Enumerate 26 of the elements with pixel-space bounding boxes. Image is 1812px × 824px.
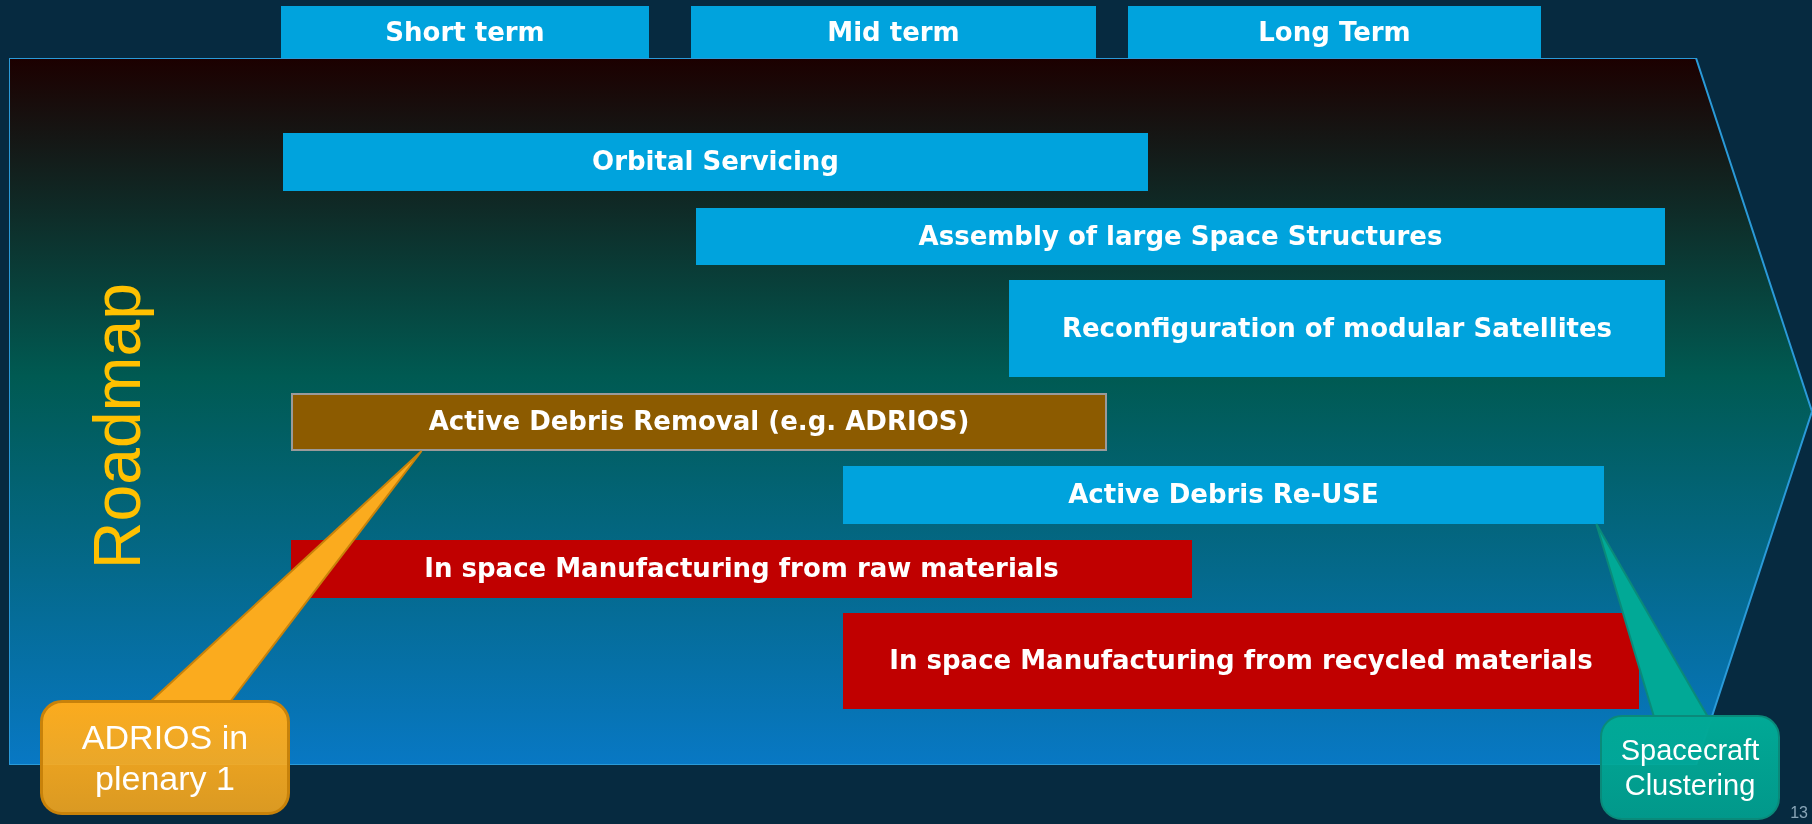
timeframe-header <box>1128 6 1541 60</box>
bar-label: Assembly of large Space Structures <box>918 219 1443 253</box>
bar-label: Orbital Servicing <box>592 145 839 179</box>
callout-bubble: Spacecraft Clustering <box>1600 715 1780 820</box>
roadmap-bar <box>843 466 1604 524</box>
roadmap-arrow <box>9 58 1812 765</box>
roadmap-bar <box>696 208 1665 265</box>
roadmap-bar <box>1009 280 1665 377</box>
bar-label: In space Manufacturing from recycled materials <box>889 644 1593 678</box>
roadmap-bar <box>843 613 1639 709</box>
bar-label: Reconfiguration of modular Satellites <box>1061 311 1613 345</box>
roadmap-title: Roadmap <box>79 283 155 570</box>
header-label: Short term <box>385 16 545 50</box>
header-label: Mid term <box>827 16 960 50</box>
roadmap-bar <box>283 133 1148 191</box>
callout-bubble: ADRIOS in plenary 1 <box>40 700 290 815</box>
roadmap-bar <box>291 393 1107 451</box>
timeframe-header <box>691 6 1096 60</box>
bar-label: In space Manufacturing from raw materials <box>424 552 1059 586</box>
header-label: Long Term <box>1258 16 1411 50</box>
bar-label: Active Debris Removal (e.g. ADRIOS) <box>428 405 970 439</box>
callout-tail <box>1595 523 1710 718</box>
bar-label: Active Debris Re-USE <box>1068 478 1379 512</box>
timeframe-header <box>281 6 649 60</box>
roadmap-bar <box>291 540 1192 598</box>
page-number: 13 <box>1790 804 1808 822</box>
